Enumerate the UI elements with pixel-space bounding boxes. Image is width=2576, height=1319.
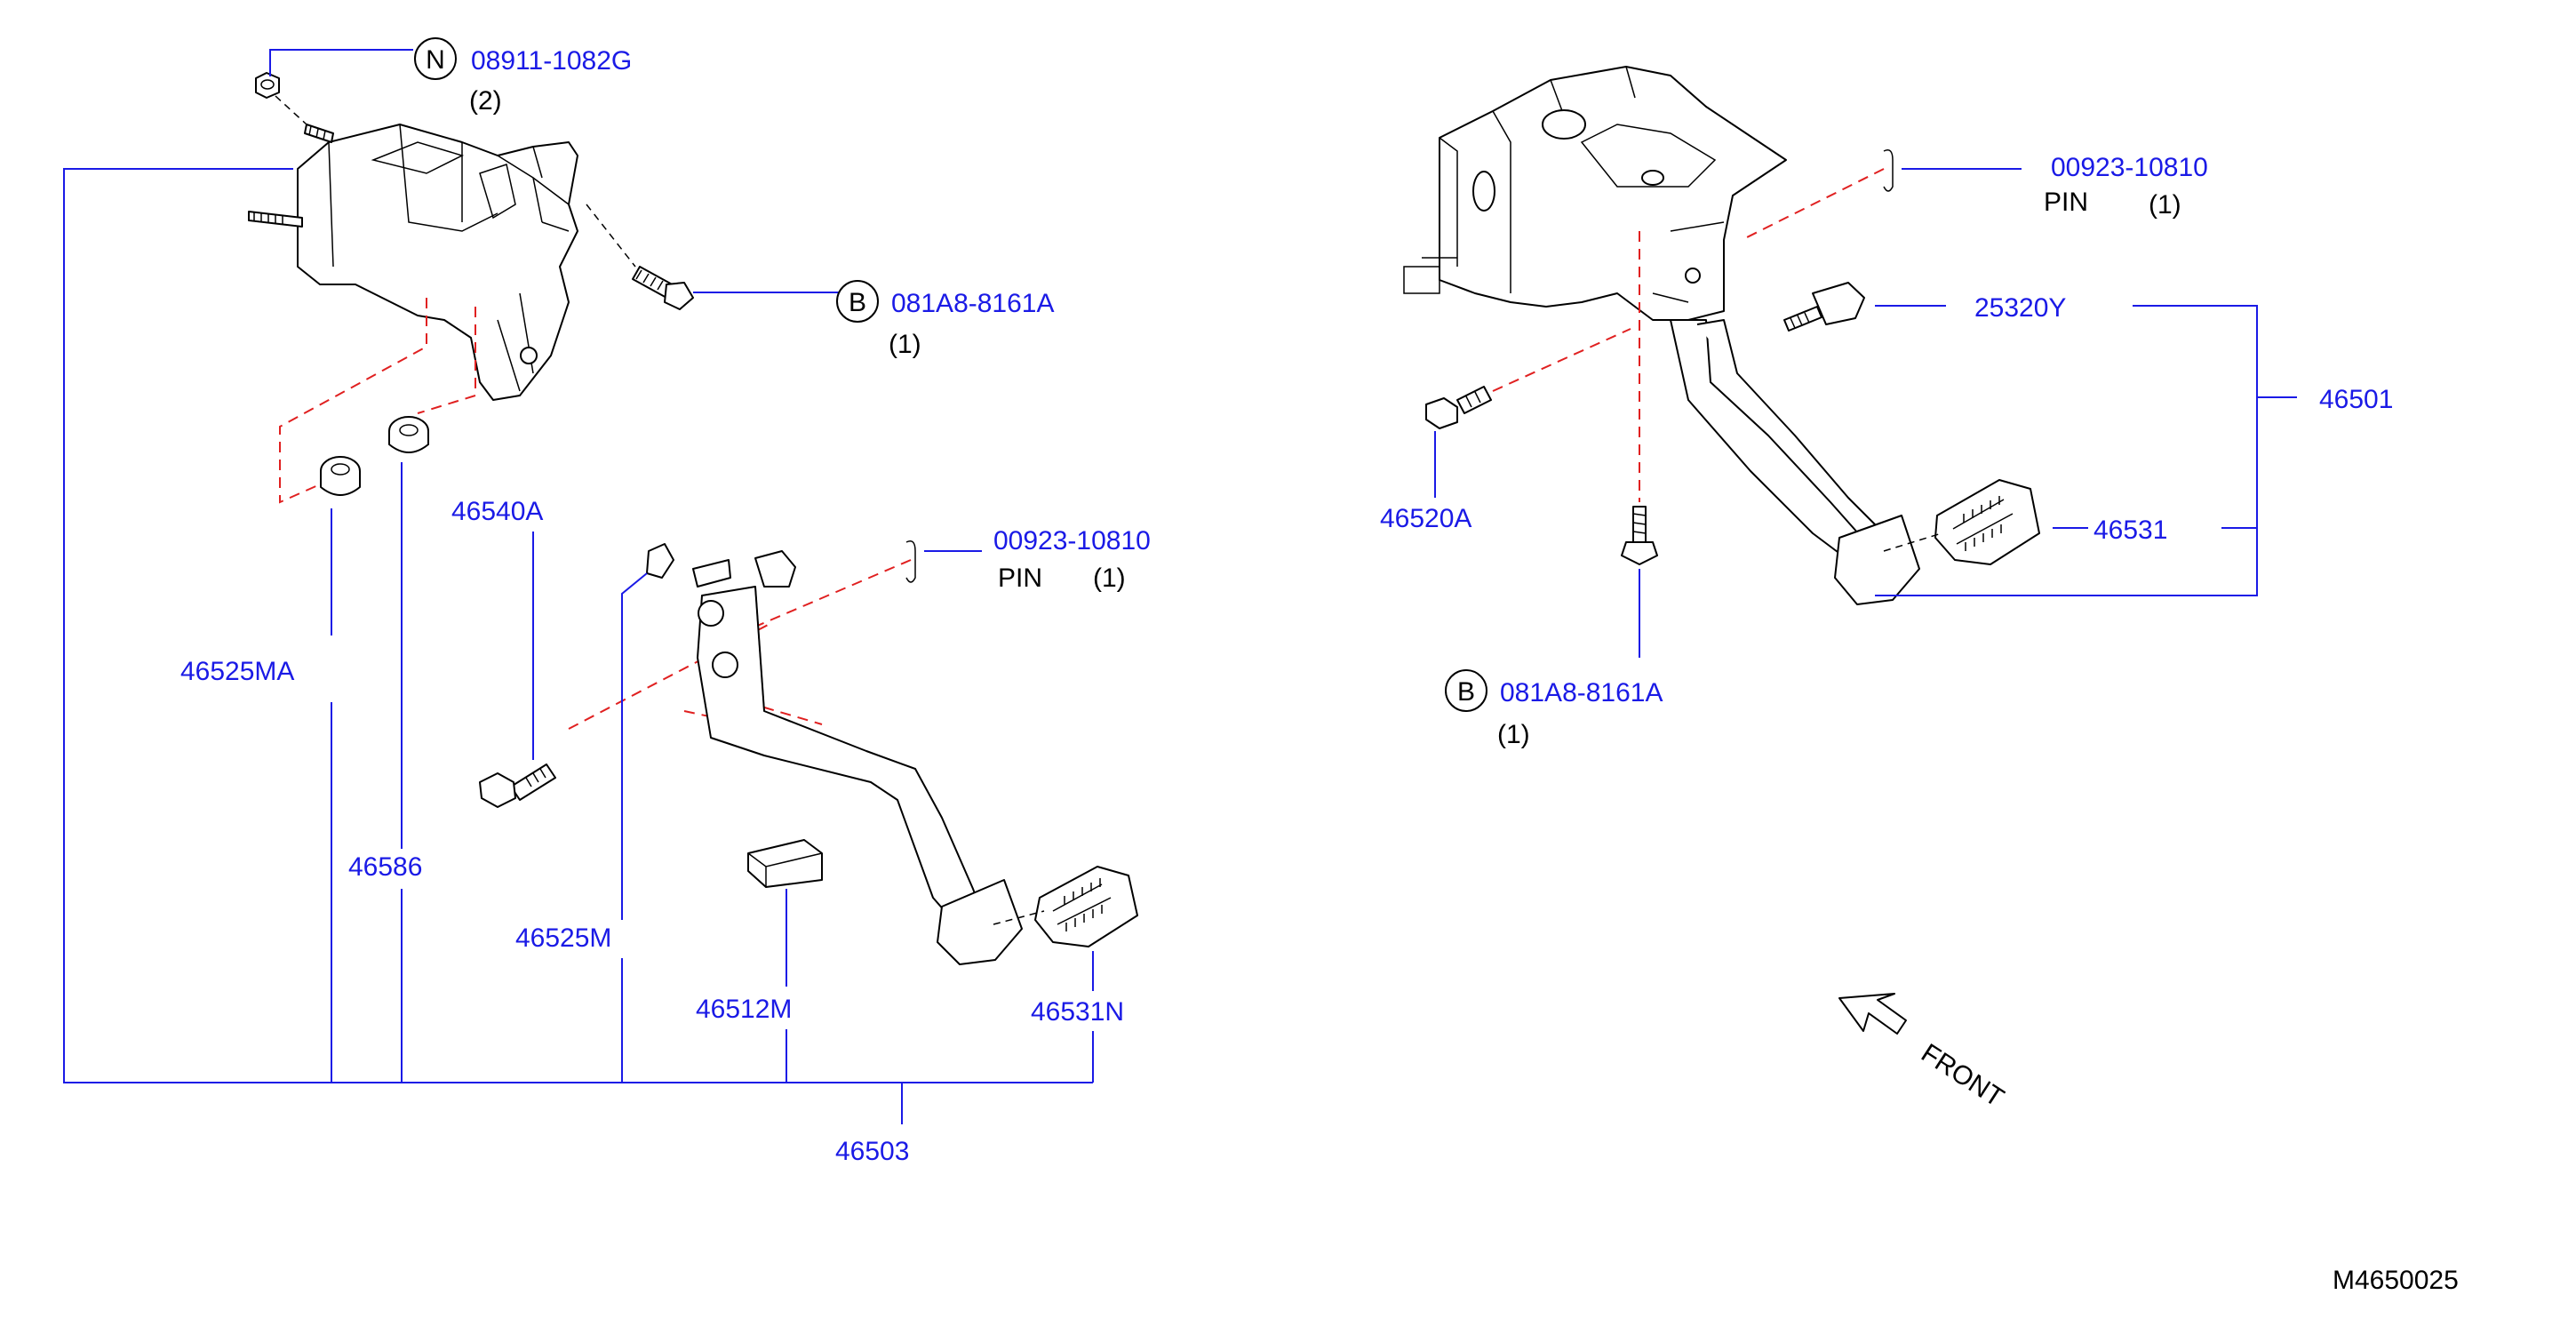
part-number-46531: 46531 (2093, 516, 2167, 545)
stopper-part-46512M (747, 839, 823, 888)
bushing-part-46525MA (320, 456, 361, 496)
part-number-46540A: 46540A (451, 497, 543, 526)
part-number-46531N: 46531N (1031, 997, 1124, 1027)
clip-part-46525M (646, 543, 796, 588)
hex-nut-part (255, 72, 307, 125)
qty-bolt-right: (1) (1497, 720, 1530, 749)
nut-symbol-text: N (426, 45, 445, 75)
front-direction-arrow (1838, 993, 1907, 1035)
part-number-pin-right: 00923-10810 (2051, 153, 2208, 182)
part-number-46525M: 46525M (515, 923, 611, 953)
part-number-46525MA: 46525MA (180, 657, 294, 686)
bushing-part-46586 (388, 416, 429, 453)
qty-pin-right: (1) (2149, 190, 2181, 220)
qty-pin-left: (1) (1093, 564, 1126, 593)
qty-bolt-left: (1) (889, 330, 921, 359)
part-number-bolt-right: 081A8-8161A (1500, 678, 1663, 707)
pin-part-right (1883, 149, 1894, 192)
clutch-pedal-bracket (248, 124, 578, 401)
part-number-25320Y: 25320Y (1974, 293, 2066, 323)
bolt-symbol-right-text: B (1457, 677, 1475, 707)
circled-bolt-symbol-right: B (1445, 669, 1487, 712)
drawing-id: M4650025 (2333, 1266, 2459, 1295)
pin-name-left: PIN (998, 564, 1042, 593)
pin-part-left (905, 540, 916, 583)
brake-pedal-arm (1670, 319, 1920, 605)
part-number-46520A: 46520A (1380, 504, 1471, 533)
part-number-pin-left: 00923-10810 (993, 526, 1151, 556)
part-number-46512M: 46512M (696, 995, 792, 1024)
pivot-bolt-part-46540A (479, 763, 556, 808)
leader-lines (63, 49, 2297, 1124)
assembly-guide-lines-right (1492, 168, 1885, 502)
qty-nut: (2) (469, 86, 502, 116)
brake-pedal-bracket (1403, 66, 1787, 321)
circled-nut-symbol: N (414, 37, 457, 80)
part-number-46501: 46501 (2319, 385, 2393, 414)
bolt-symbol-left-text: B (849, 288, 866, 317)
assembly-guide-lines-left (279, 298, 912, 756)
pin-name-right: PIN (2044, 188, 2088, 217)
clutch-pedal-arm (697, 586, 1023, 965)
pivot-bolt-part-46520A (1425, 386, 1492, 429)
part-number-bolt-left: 081A8-8161A (891, 289, 1055, 318)
part-number-46503: 46503 (835, 1137, 909, 1166)
stop-lamp-switch-part-25320Y (1783, 282, 1865, 332)
pedal-pad-part-46531 (1934, 479, 2040, 565)
circled-bolt-symbol-left: B (836, 280, 879, 323)
part-number-nut: 08911-1082G (471, 46, 632, 76)
pedal-pad-part-46531N (1034, 866, 1138, 947)
bracket-bolt-part-left (586, 204, 694, 310)
front-label: FRONT (1916, 1038, 2009, 1113)
part-number-46586: 46586 (348, 852, 422, 882)
bracket-bolt-part-right (1621, 506, 1658, 565)
